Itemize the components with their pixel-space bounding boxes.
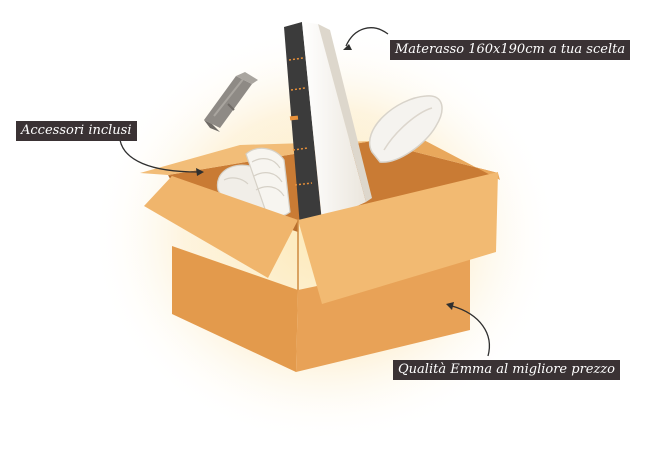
box-flap-front-left [144,176,298,278]
rolled-sheet-icon [204,72,258,132]
quality-caption: Qualità Emma al migliore prezzo [393,360,621,380]
box-flap-front-right [298,172,498,304]
box-front-left [172,246,298,372]
quality-connector-arrow [446,302,454,310]
quality-connector [451,305,490,357]
accessories-connector [119,139,199,173]
mattress-caption: Materasso 160x190cm a tua scelta [390,40,631,60]
accessories-caption: Accessori inclusi [16,121,137,141]
mattress-icon [284,22,372,227]
pillow-icon [369,95,443,163]
accessories-connector-arrow [196,168,204,176]
mattress-connector-arrow [343,44,352,50]
mattress-connector [345,27,389,47]
